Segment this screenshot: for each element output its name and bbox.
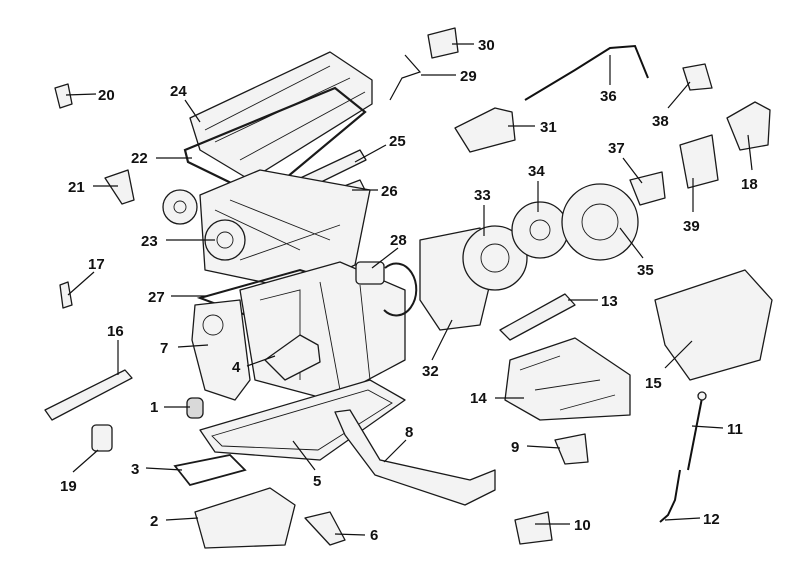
sensor-17 — [59, 281, 73, 309]
tensioner — [355, 261, 385, 285]
callout-3: 3 — [131, 461, 139, 478]
timing-cover — [191, 299, 251, 401]
bracket-38 — [682, 63, 713, 91]
callout-19: 19 — [60, 478, 77, 495]
tube-36 — [524, 44, 649, 101]
callout-1: 1 — [150, 399, 158, 416]
callout-20: 20 — [98, 87, 115, 104]
callout-15: 15 — [645, 375, 662, 392]
valve-cover — [189, 51, 373, 181]
callout-22: 22 — [131, 150, 148, 167]
callout-18: 18 — [741, 176, 758, 193]
cylinder-head — [199, 169, 371, 291]
callout-36: 36 — [600, 88, 617, 105]
callout-6: 6 — [370, 527, 378, 544]
oil-filter — [186, 397, 204, 419]
valve-cover-gasket — [183, 86, 367, 200]
callout-27: 27 — [148, 289, 165, 306]
callout-2: 2 — [150, 513, 158, 530]
callout-23: 23 — [141, 233, 158, 250]
callout-16: 16 — [107, 323, 124, 340]
callout-9: 9 — [511, 439, 519, 456]
callout-28: 28 — [390, 232, 407, 249]
clutch-assembly — [462, 225, 528, 291]
exhaust-manifold-gasket — [499, 293, 576, 341]
hose-29 — [389, 54, 422, 101]
callout-13: 13 — [601, 293, 618, 310]
bracket-30 — [427, 27, 459, 59]
oil-pan-gasket — [173, 454, 247, 487]
bracket-21 — [104, 169, 135, 205]
starter-motor — [454, 107, 516, 153]
callout-10: 10 — [574, 517, 591, 534]
timing-belt — [383, 262, 418, 317]
callout-14: 14 — [470, 390, 487, 407]
lower-oil-pan — [194, 487, 296, 549]
callout-labels: 1 2 3 4 5 6 7 8 9 10 11 12 13 14 15 16 1… — [60, 37, 758, 544]
callout-8: 8 — [405, 424, 413, 441]
callout-38: 38 — [652, 113, 669, 130]
bracket — [304, 511, 346, 546]
callout-12: 12 — [703, 511, 720, 528]
callout-7: 7 — [160, 340, 168, 357]
callout-29: 29 — [460, 68, 477, 85]
mount-18 — [726, 101, 771, 151]
fuel-filter — [91, 424, 113, 452]
cam-sprocket-rear — [162, 189, 198, 225]
callout-17: 17 — [88, 256, 105, 273]
callout-33: 33 — [474, 187, 491, 204]
callout-24: 24 — [170, 83, 187, 100]
callout-11: 11 — [727, 421, 743, 438]
leader-lines — [65, 43, 753, 536]
dipstick-tube — [659, 469, 681, 523]
sensor-20 — [54, 83, 73, 109]
mount-bracket-9 — [554, 433, 589, 465]
crossmember — [334, 409, 496, 506]
callout-35: 35 — [637, 262, 654, 279]
callout-25: 25 — [389, 133, 406, 150]
callout-21: 21 — [68, 179, 85, 196]
mount-39 — [679, 134, 719, 189]
callout-5: 5 — [313, 473, 321, 490]
callout-34: 34 — [528, 163, 545, 180]
callout-32: 32 — [422, 363, 439, 380]
callout-4: 4 — [232, 359, 241, 376]
callout-26: 26 — [381, 183, 398, 200]
callout-39: 39 — [683, 218, 700, 235]
pressure-plate — [561, 183, 639, 261]
dipstick — [687, 397, 703, 471]
mount-37 — [629, 171, 666, 206]
clutch-disc — [511, 201, 569, 259]
oil-strainer — [264, 334, 321, 381]
callout-30: 30 — [478, 37, 495, 54]
fuel-rail — [44, 369, 133, 421]
engine-mount-10 — [514, 511, 553, 545]
part-drawings — [44, 27, 773, 549]
callout-37: 37 — [608, 140, 625, 157]
heat-shield — [654, 269, 773, 381]
callout-31: 31 — [540, 119, 557, 136]
